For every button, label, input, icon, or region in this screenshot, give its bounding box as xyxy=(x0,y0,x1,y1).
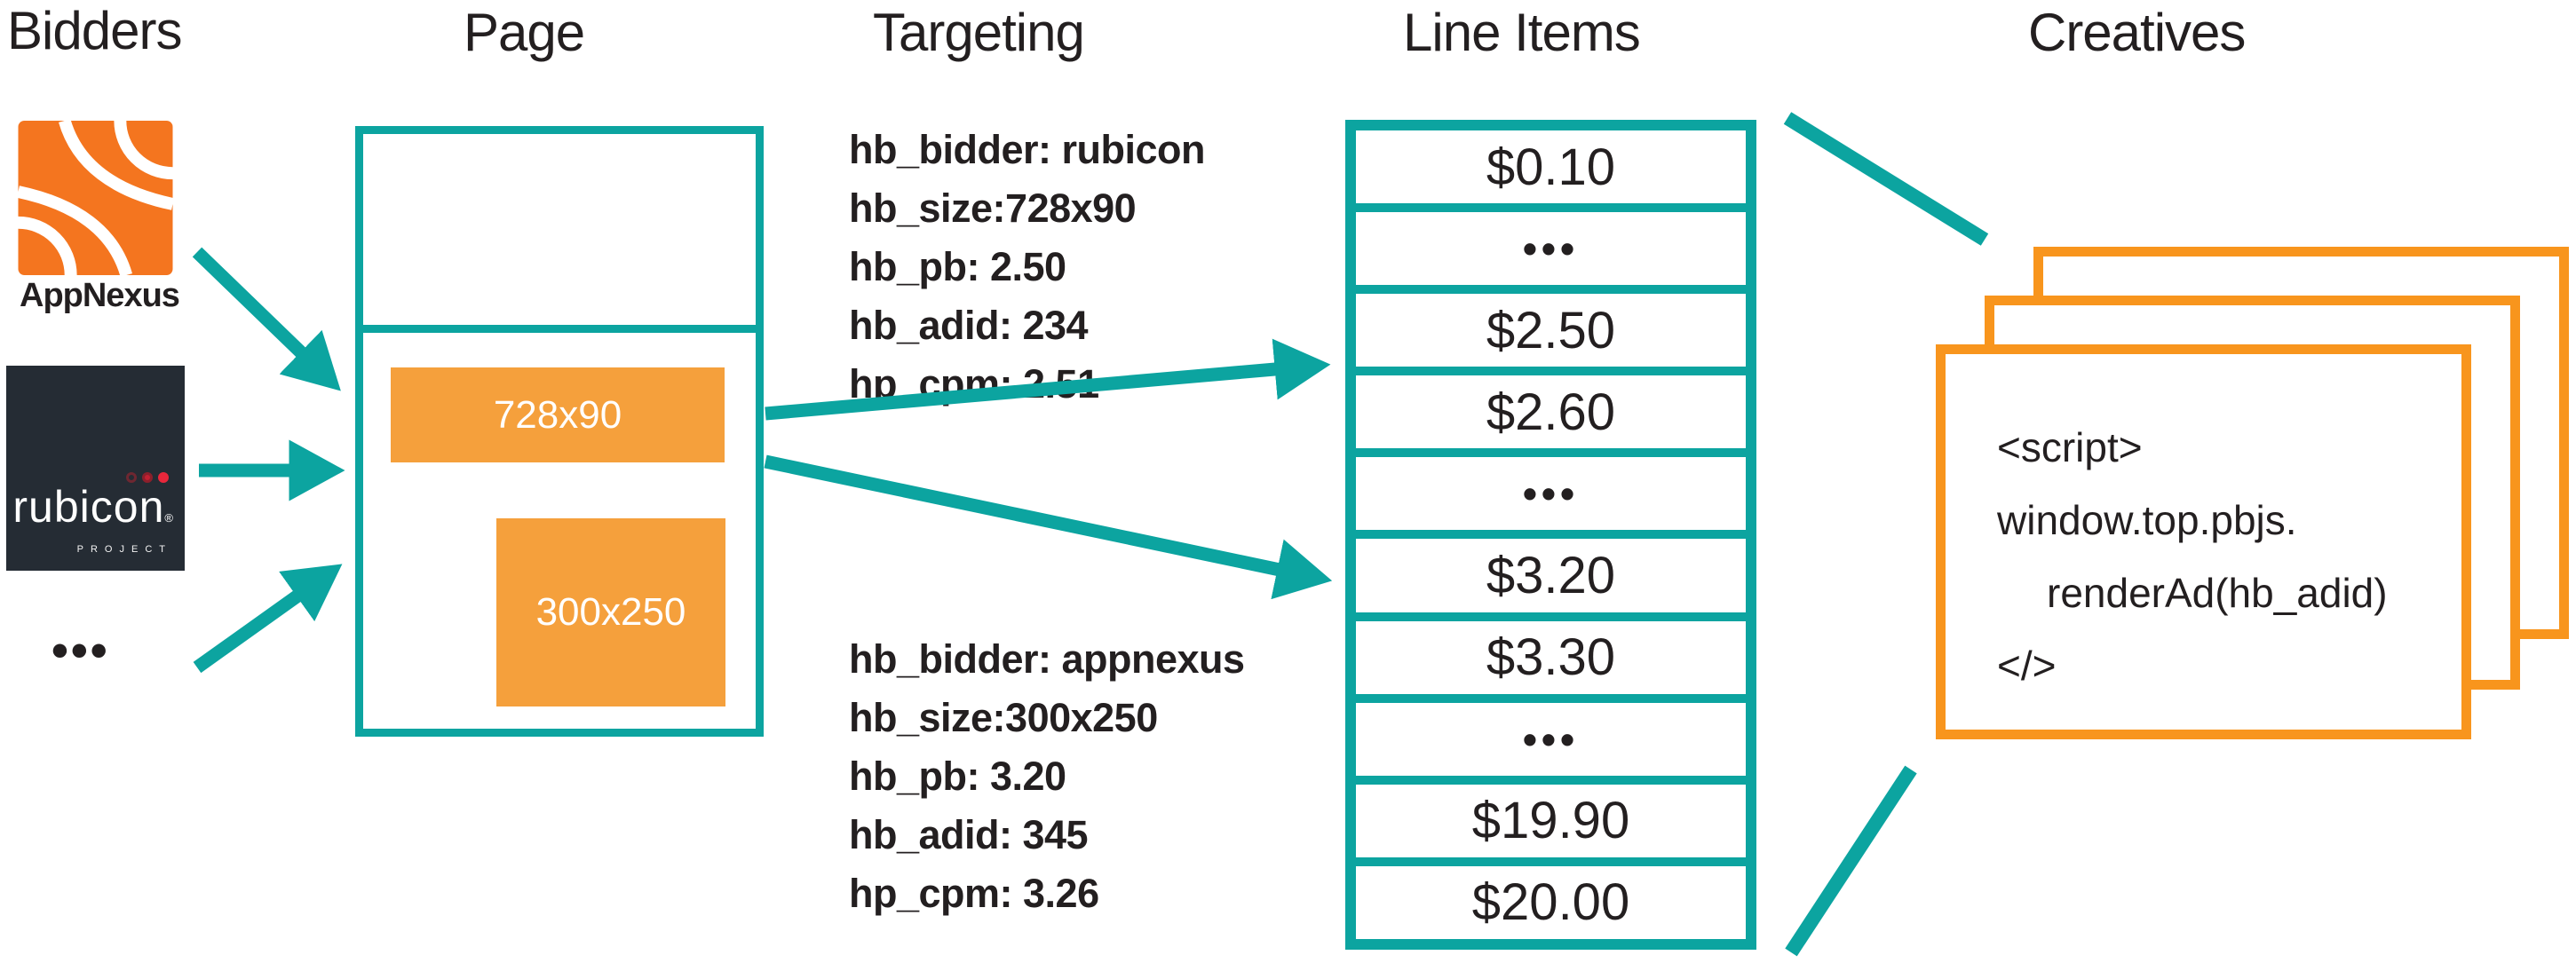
more-bidders-ellipsis: ••• xyxy=(52,624,110,677)
column-title-page: Page xyxy=(464,3,585,62)
targeting-line: hp_cpm: 2.51 xyxy=(849,361,1099,407)
ad-slot-728x90: 728x90 xyxy=(391,367,725,462)
line-items-to-creatives-top-connector xyxy=(1783,112,1989,246)
column-title-targeting: Targeting xyxy=(873,3,1085,62)
line-item-row-ellipsis: ••• xyxy=(1356,212,1746,286)
line-item-row: $0.10 xyxy=(1356,130,1746,204)
rubicon-dot-outline-icon xyxy=(126,472,137,483)
targeting-line: hb_bidder: rubicon xyxy=(849,127,1206,172)
line-item-row-ellipsis: ••• xyxy=(1356,702,1746,776)
creative-code-line: renderAd(hb_adid) xyxy=(2047,570,2388,616)
ad-slot-300x250-label: 300x250 xyxy=(535,590,686,634)
targeting-line: hb_adid: 234 xyxy=(849,303,1089,348)
line-item-row-ellipsis: ••• xyxy=(1356,457,1746,531)
rubicon-dots-icon xyxy=(126,472,169,483)
line-item-row: $2.60 xyxy=(1356,375,1746,449)
creative-code-line: </> xyxy=(1997,643,2057,689)
targeting-line: hb_pb: 2.50 xyxy=(849,244,1066,289)
arrow-appnexus-to-page xyxy=(192,247,341,391)
column-title-bidders: Bidders xyxy=(7,1,182,60)
creative-card-front: <script> window.top.pbjs. renderAd(hb_ad… xyxy=(1936,344,2471,739)
creative-code-line: window.top.pbjs. xyxy=(1997,497,2297,543)
line-item-row: $19.90 xyxy=(1356,784,1746,857)
line-item-row: $2.50 xyxy=(1356,294,1746,367)
ad-slot-728x90-label: 728x90 xyxy=(493,392,622,437)
rubicon-wordmark: rubicon® xyxy=(12,482,174,532)
rubicon-logo: rubicon® PROJECT xyxy=(6,366,185,571)
appnexus-logo-icon xyxy=(18,121,173,275)
targeting-rubicon-block: hb_bidder: rubicon hb_size:728x90 hb_pb:… xyxy=(849,121,1206,414)
targeting-line: hb_adid: 345 xyxy=(849,812,1089,857)
appnexus-label: AppNexus xyxy=(20,277,180,314)
page-header-divider xyxy=(363,325,756,333)
line-item-row: $3.30 xyxy=(1356,620,1746,694)
column-title-line-items: Line Items xyxy=(1403,3,1641,62)
rubicon-project-label: PROJECT xyxy=(76,544,172,555)
line-items-table: $0.10 ••• $2.50 $2.60 ••• $3.20 $3.30 ••… xyxy=(1345,120,1756,950)
creative-code-line: <script> xyxy=(1997,424,2143,470)
registered-mark: ® xyxy=(164,511,174,525)
arrow-more-bidders-to-page xyxy=(193,564,343,674)
arrow-page-to-line-item-320 xyxy=(764,454,1333,600)
ad-slot-300x250: 300x250 xyxy=(496,518,725,706)
targeting-appnexus-block: hb_bidder: appnexus hb_size:300x250 hb_p… xyxy=(849,630,1245,923)
rubicon-dot-solid-icon xyxy=(158,472,169,483)
column-title-creatives: Creatives xyxy=(2028,3,2246,62)
line-item-row: $20.00 xyxy=(1356,865,1746,939)
rubicon-dot-ring-icon xyxy=(142,472,153,483)
targeting-line: hb_bidder: appnexus xyxy=(849,636,1245,682)
line-item-row: $3.20 xyxy=(1356,539,1746,612)
targeting-line: hp_cpm: 3.26 xyxy=(849,871,1099,916)
line-items-to-creatives-bottom-connector xyxy=(1785,765,1917,957)
targeting-line: hb_size:300x250 xyxy=(849,695,1158,740)
targeting-line: hb_size:728x90 xyxy=(849,185,1137,231)
targeting-line: hb_pb: 3.20 xyxy=(849,754,1066,799)
